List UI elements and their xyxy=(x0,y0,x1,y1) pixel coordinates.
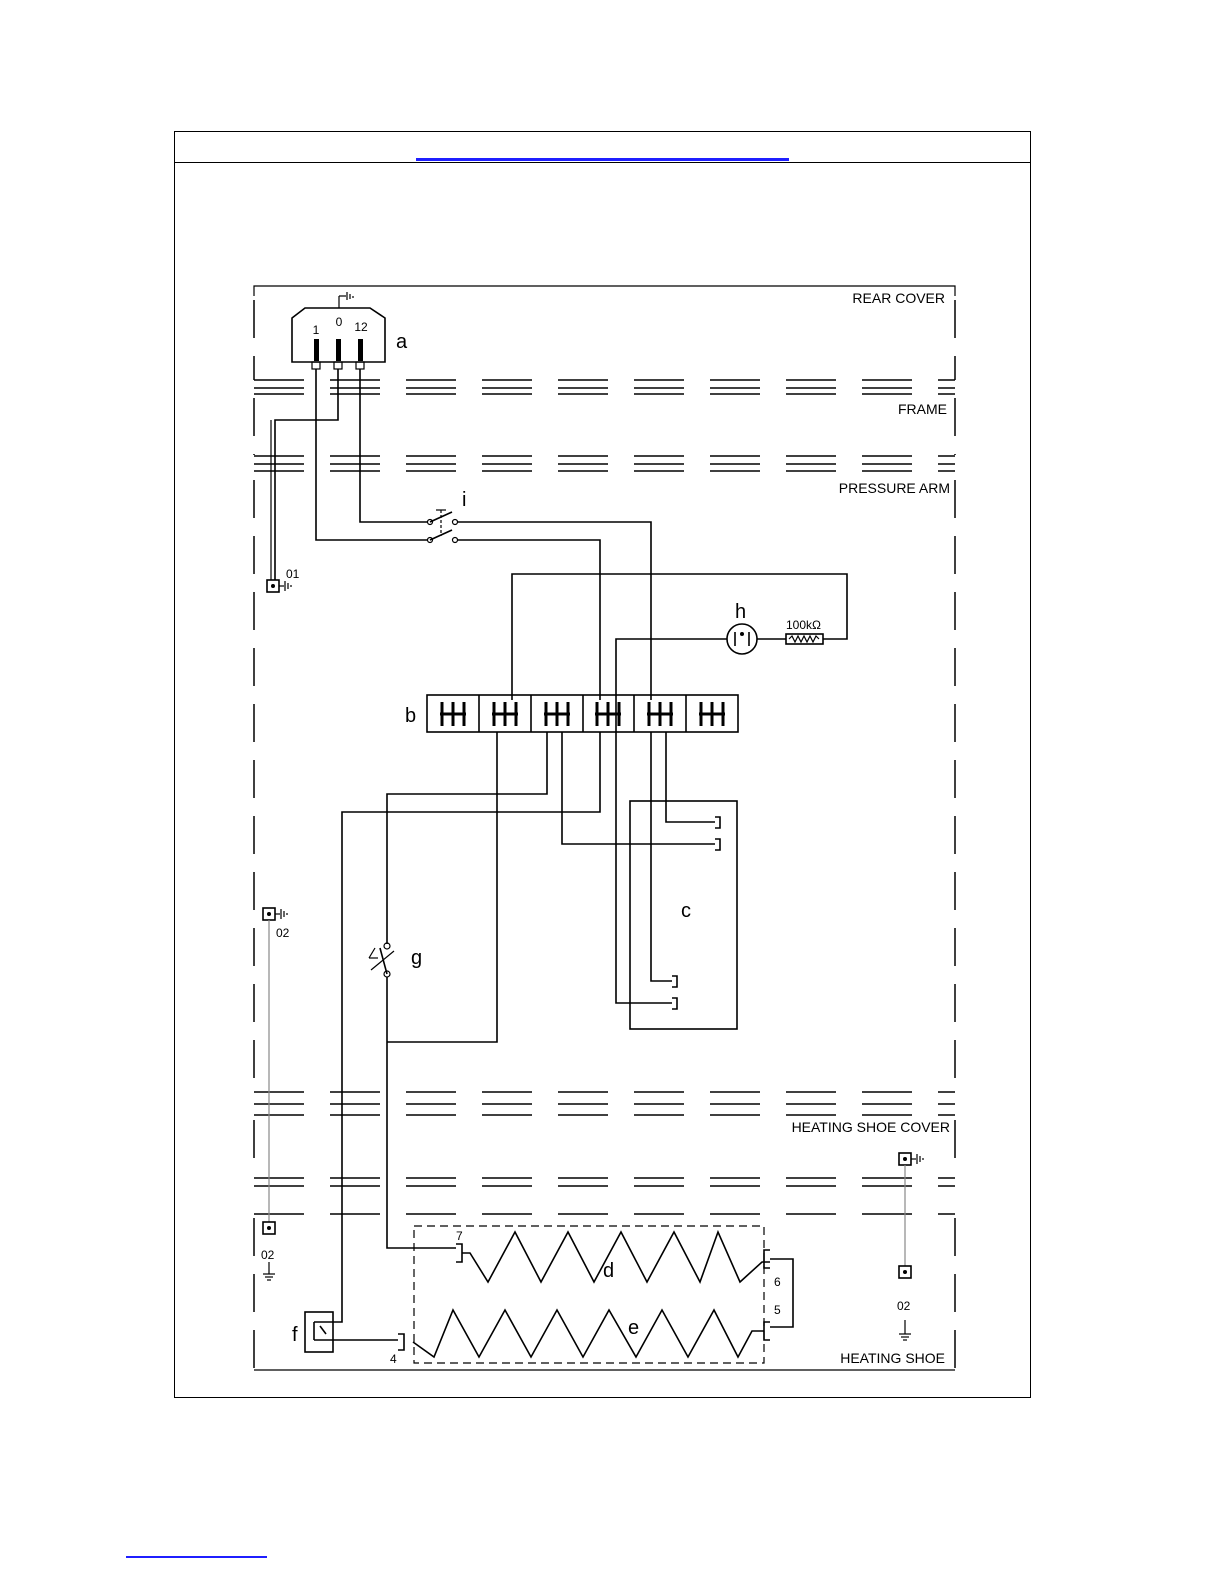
wire-switch-upper xyxy=(457,522,651,700)
resistor xyxy=(786,634,823,644)
ground-terminal-01 xyxy=(267,580,291,592)
zone-rear-cover-boundary xyxy=(254,286,955,388)
thermal-fuse-f xyxy=(305,1312,333,1352)
component-label-g: g xyxy=(411,947,422,969)
wire-pin12 xyxy=(360,369,428,522)
wire-b4-to-f xyxy=(333,732,600,1322)
heating-element-enclosure xyxy=(414,1226,764,1363)
plug-pin-1-label: 1 xyxy=(313,323,320,337)
ground-label-02-c: 02 xyxy=(897,1299,911,1313)
wire-lamp-to-c xyxy=(616,639,727,1003)
component-label-d: d xyxy=(603,1260,614,1282)
wire-b5-to-c-bottom xyxy=(651,732,672,981)
component-label-f: f xyxy=(292,1324,298,1346)
zone-label-rear-cover: REAR COVER xyxy=(852,290,945,306)
wire-loop-top xyxy=(512,574,847,700)
heating-element-e xyxy=(398,1310,770,1357)
zone-heating-shoe-boundary xyxy=(254,1214,955,1370)
wire-g-to-d xyxy=(387,1042,456,1248)
component-label-b: b xyxy=(405,705,416,727)
wire-b3-to-c xyxy=(562,732,715,844)
zone-pressure-arm-boundary xyxy=(254,471,955,1104)
component-label-a: a xyxy=(396,331,408,353)
wire-switch-lower xyxy=(457,540,600,700)
resistor-value: 100kΩ xyxy=(786,618,821,632)
switch-i xyxy=(428,510,458,543)
zone-label-heating-shoe: HEATING SHOE xyxy=(840,1350,945,1366)
component-label-c: c xyxy=(681,900,691,922)
ground-terminal-02-pressure-arm xyxy=(263,908,287,920)
zone-label-pressure-arm: PRESSURE ARM xyxy=(839,480,950,496)
terminal-label-4: 4 xyxy=(390,1352,397,1366)
ground-label-01: 01 xyxy=(286,567,300,581)
terminal-block-b xyxy=(427,695,738,732)
wire-ground xyxy=(271,369,338,580)
indicator-lamp-h xyxy=(727,624,757,654)
thermal-switch-g xyxy=(369,943,394,977)
wire-b3-to-g-top xyxy=(387,732,547,944)
component-label-h: h xyxy=(735,601,746,623)
zone-frame-boundary xyxy=(254,394,955,464)
ground-label-02-b: 02 xyxy=(261,1248,275,1262)
terminal-label-6: 6 xyxy=(774,1275,781,1289)
zone-label-heating-shoe-cover: HEATING SHOE COVER xyxy=(792,1119,950,1135)
terminal-label-5: 5 xyxy=(774,1303,781,1317)
terminal-label-7: 7 xyxy=(456,1229,463,1243)
plug-pin-0-label: 0 xyxy=(336,315,343,329)
component-label-i: i xyxy=(462,489,466,511)
component-label-e: e xyxy=(628,1317,639,1339)
ground-label-02-a: 02 xyxy=(276,926,290,940)
zone-label-frame: FRAME xyxy=(898,401,947,417)
wire-b2-to-g-bottom xyxy=(387,732,497,1042)
wire-b5-to-c-top xyxy=(666,732,715,822)
mains-plug-a xyxy=(292,292,385,369)
plug-pin-12-label: 12 xyxy=(354,320,368,334)
